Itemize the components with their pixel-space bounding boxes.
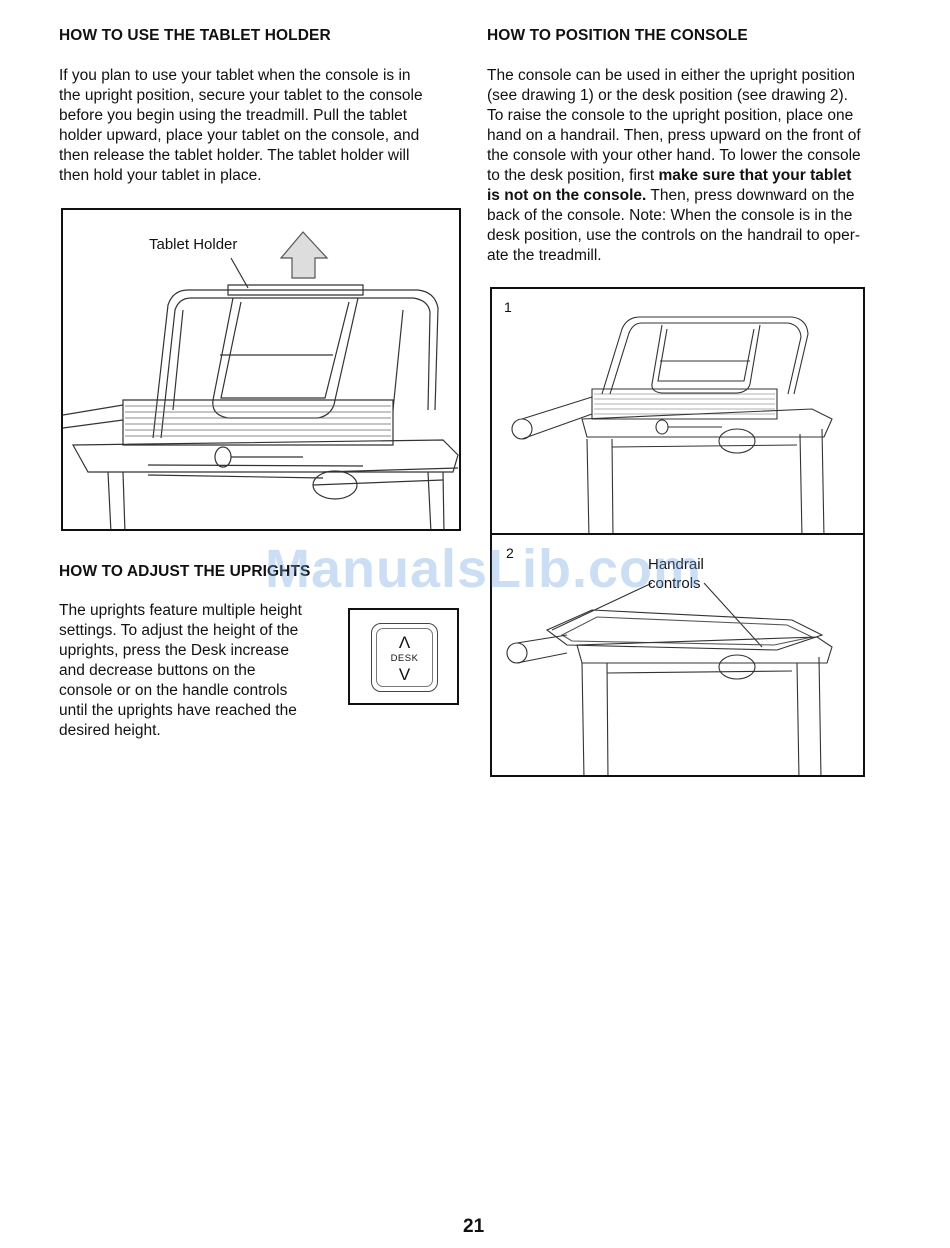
text-line: The console can be used in either the up… — [487, 67, 855, 84]
text-run: to the desk position, first — [487, 167, 659, 184]
text-line: the upright position, secure your tablet… — [59, 87, 423, 104]
text-line: until the uprights have reached the — [59, 702, 297, 719]
desk-button-bezel — [376, 628, 433, 687]
text-line: back of the console. Note: When the cons… — [487, 207, 853, 224]
handrail-controls-label: Handrail controls — [648, 555, 704, 593]
text-line: (see drawing 1) or the desk position (se… — [487, 87, 848, 104]
drawing-1-upright: 1 — [490, 287, 865, 536]
text-line: desired height. — [59, 722, 161, 739]
text-line: before you begin using the treadmill. Pu… — [59, 107, 408, 124]
text-line: settings. To adjust the height of the — [59, 622, 299, 639]
tablet-holder-figure: Tablet Holder — [61, 208, 461, 531]
text-run: Then, press downward on the — [646, 187, 855, 204]
uprights-heading: HOW TO ADJUST THE UPRIGHTS — [59, 563, 311, 580]
text-line: The uprights feature multiple height — [59, 602, 302, 619]
text-line: holder upward, place your tablet on the … — [59, 127, 420, 144]
text-line: If you plan to use your tablet when the … — [59, 67, 411, 84]
text-line: then release the tablet holder. The tabl… — [59, 147, 410, 164]
text-line: desk position, use the controls on the h… — [487, 227, 861, 244]
text-line: and decrease buttons on the — [59, 662, 256, 679]
bold-warning: make sure that your tablet — [658, 167, 852, 184]
page-number: 21 — [463, 1216, 485, 1237]
desk-button: Λ DESK V — [371, 623, 438, 692]
desk-button-figure: Λ DESK V — [348, 608, 459, 705]
upright-console-drawing — [511, 316, 833, 534]
text-line: to the desk position, first make sure th… — [487, 166, 861, 186]
text-line: ate the treadmill. — [487, 247, 602, 264]
drawing-1-number: 1 — [504, 299, 512, 315]
label-line: controls — [648, 575, 701, 592]
tablet-holder-label: Tablet Holder — [149, 236, 238, 253]
text-line: hand on a handrail. Then, press upward o… — [487, 127, 861, 144]
drawing-2-number: 2 — [506, 545, 514, 561]
label-line: Handrail — [648, 556, 704, 573]
treadmill-console-drawing — [63, 231, 459, 529]
tablet-holder-heading: HOW TO USE THE TABLET HOLDER — [59, 27, 331, 44]
text-line: then hold your tablet in place. — [59, 167, 262, 184]
position-console-heading: HOW TO POSITION THE CONSOLE — [487, 27, 748, 44]
chevron-down-icon: V — [398, 665, 411, 684]
text-line: To raise the console to the upright posi… — [487, 107, 854, 124]
uprights-paragraph: The uprights feature multiple height set… — [59, 601, 302, 741]
text-line: the console with your other hand. To low… — [487, 147, 861, 164]
manualslib-watermark: ManualsLib.com — [265, 539, 703, 599]
drawing-2-desk: 2 Handrail controls — [490, 533, 865, 777]
text-line: uprights, press the Desk increase — [59, 642, 290, 659]
bold-warning: is not on the console. — [487, 187, 647, 204]
chevron-up-icon: Λ — [398, 633, 411, 652]
desk-console-drawing — [506, 582, 833, 775]
text-line: is not on the console. Then, press downw… — [487, 186, 861, 206]
position-console-paragraph: The console can be used in either the up… — [487, 66, 861, 266]
desk-button-label: DESK — [390, 653, 419, 664]
tablet-holder-paragraph: If you plan to use your tablet when the … — [59, 66, 423, 186]
text-line: console or on the handle controls — [59, 682, 288, 699]
